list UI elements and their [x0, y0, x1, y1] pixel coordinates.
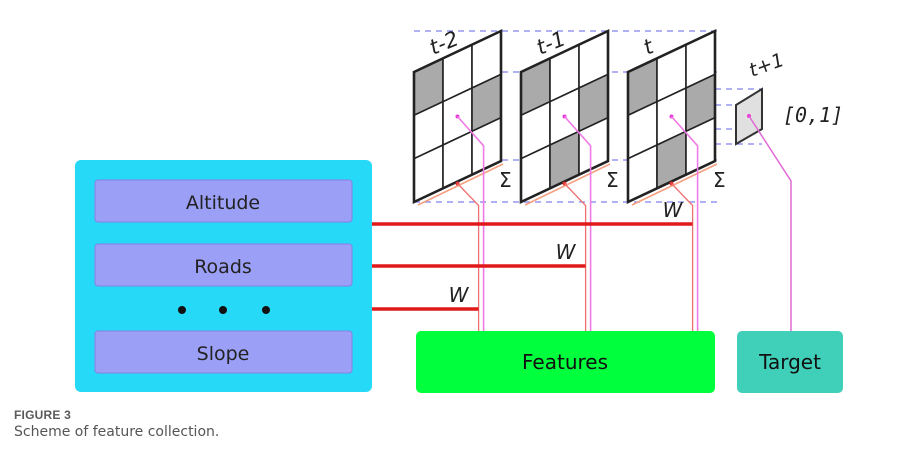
- sum-link-line: [457, 183, 480, 331]
- sum-link-line: [564, 183, 587, 331]
- figure-caption: Scheme of feature collection.: [14, 424, 220, 440]
- target-link-line: [748, 115, 792, 332]
- target-box: Target: [737, 331, 843, 393]
- ellipsis-dot: [219, 306, 227, 314]
- weight-label: W: [663, 198, 684, 222]
- target-frame-label: t+1: [746, 49, 787, 82]
- target-range-label: [0,1]: [783, 103, 843, 127]
- features-box-background: [416, 331, 715, 393]
- sum-symbol: Σ: [713, 168, 726, 192]
- input-layers-panel: Altitude Roads Slope: [75, 160, 372, 392]
- target-frame-t-plus-1: t+1 [0,1]: [735, 49, 843, 332]
- features-box-label: Features: [522, 350, 608, 374]
- features-box: Features: [416, 331, 715, 393]
- frame-border: [626, 28, 717, 205]
- target-box-label: Target: [758, 350, 821, 374]
- frame-border: [519, 28, 610, 205]
- target-box-background: [737, 331, 843, 393]
- input-layer-slope-label: Slope: [197, 343, 250, 365]
- ellipsis-dot: [262, 306, 270, 314]
- frame-label: t: [640, 34, 657, 60]
- feature-link-line: [670, 115, 699, 331]
- frame-t-1: t-1Σ: [519, 26, 619, 331]
- frame-t: tΣ: [626, 28, 726, 331]
- feature-link-line: [563, 115, 592, 331]
- ellipsis-dot: [178, 306, 186, 314]
- input-layer-slope: [94, 330, 353, 374]
- input-layer-roads-label: Roads: [194, 256, 252, 278]
- sum-underline: [417, 163, 504, 206]
- sum-link-line: [671, 183, 694, 331]
- input-layer-altitude: [94, 179, 353, 223]
- sum-underline: [524, 163, 611, 206]
- frame-t-2: t-2Σ: [412, 26, 512, 331]
- weight-lines: W W W: [372, 198, 693, 311]
- input-layer-roads: [94, 243, 353, 287]
- feature-link-line: [456, 115, 485, 331]
- sum-underline: [631, 163, 718, 206]
- sum-symbol: Σ: [499, 168, 512, 192]
- sum-symbol: Σ: [606, 168, 619, 192]
- weight-label: W: [556, 240, 577, 264]
- weight-label: W: [449, 283, 470, 307]
- frame-border: [412, 28, 503, 205]
- figure-number: FIGURE 3: [14, 408, 71, 422]
- input-layer-altitude-label: Altitude: [186, 192, 260, 214]
